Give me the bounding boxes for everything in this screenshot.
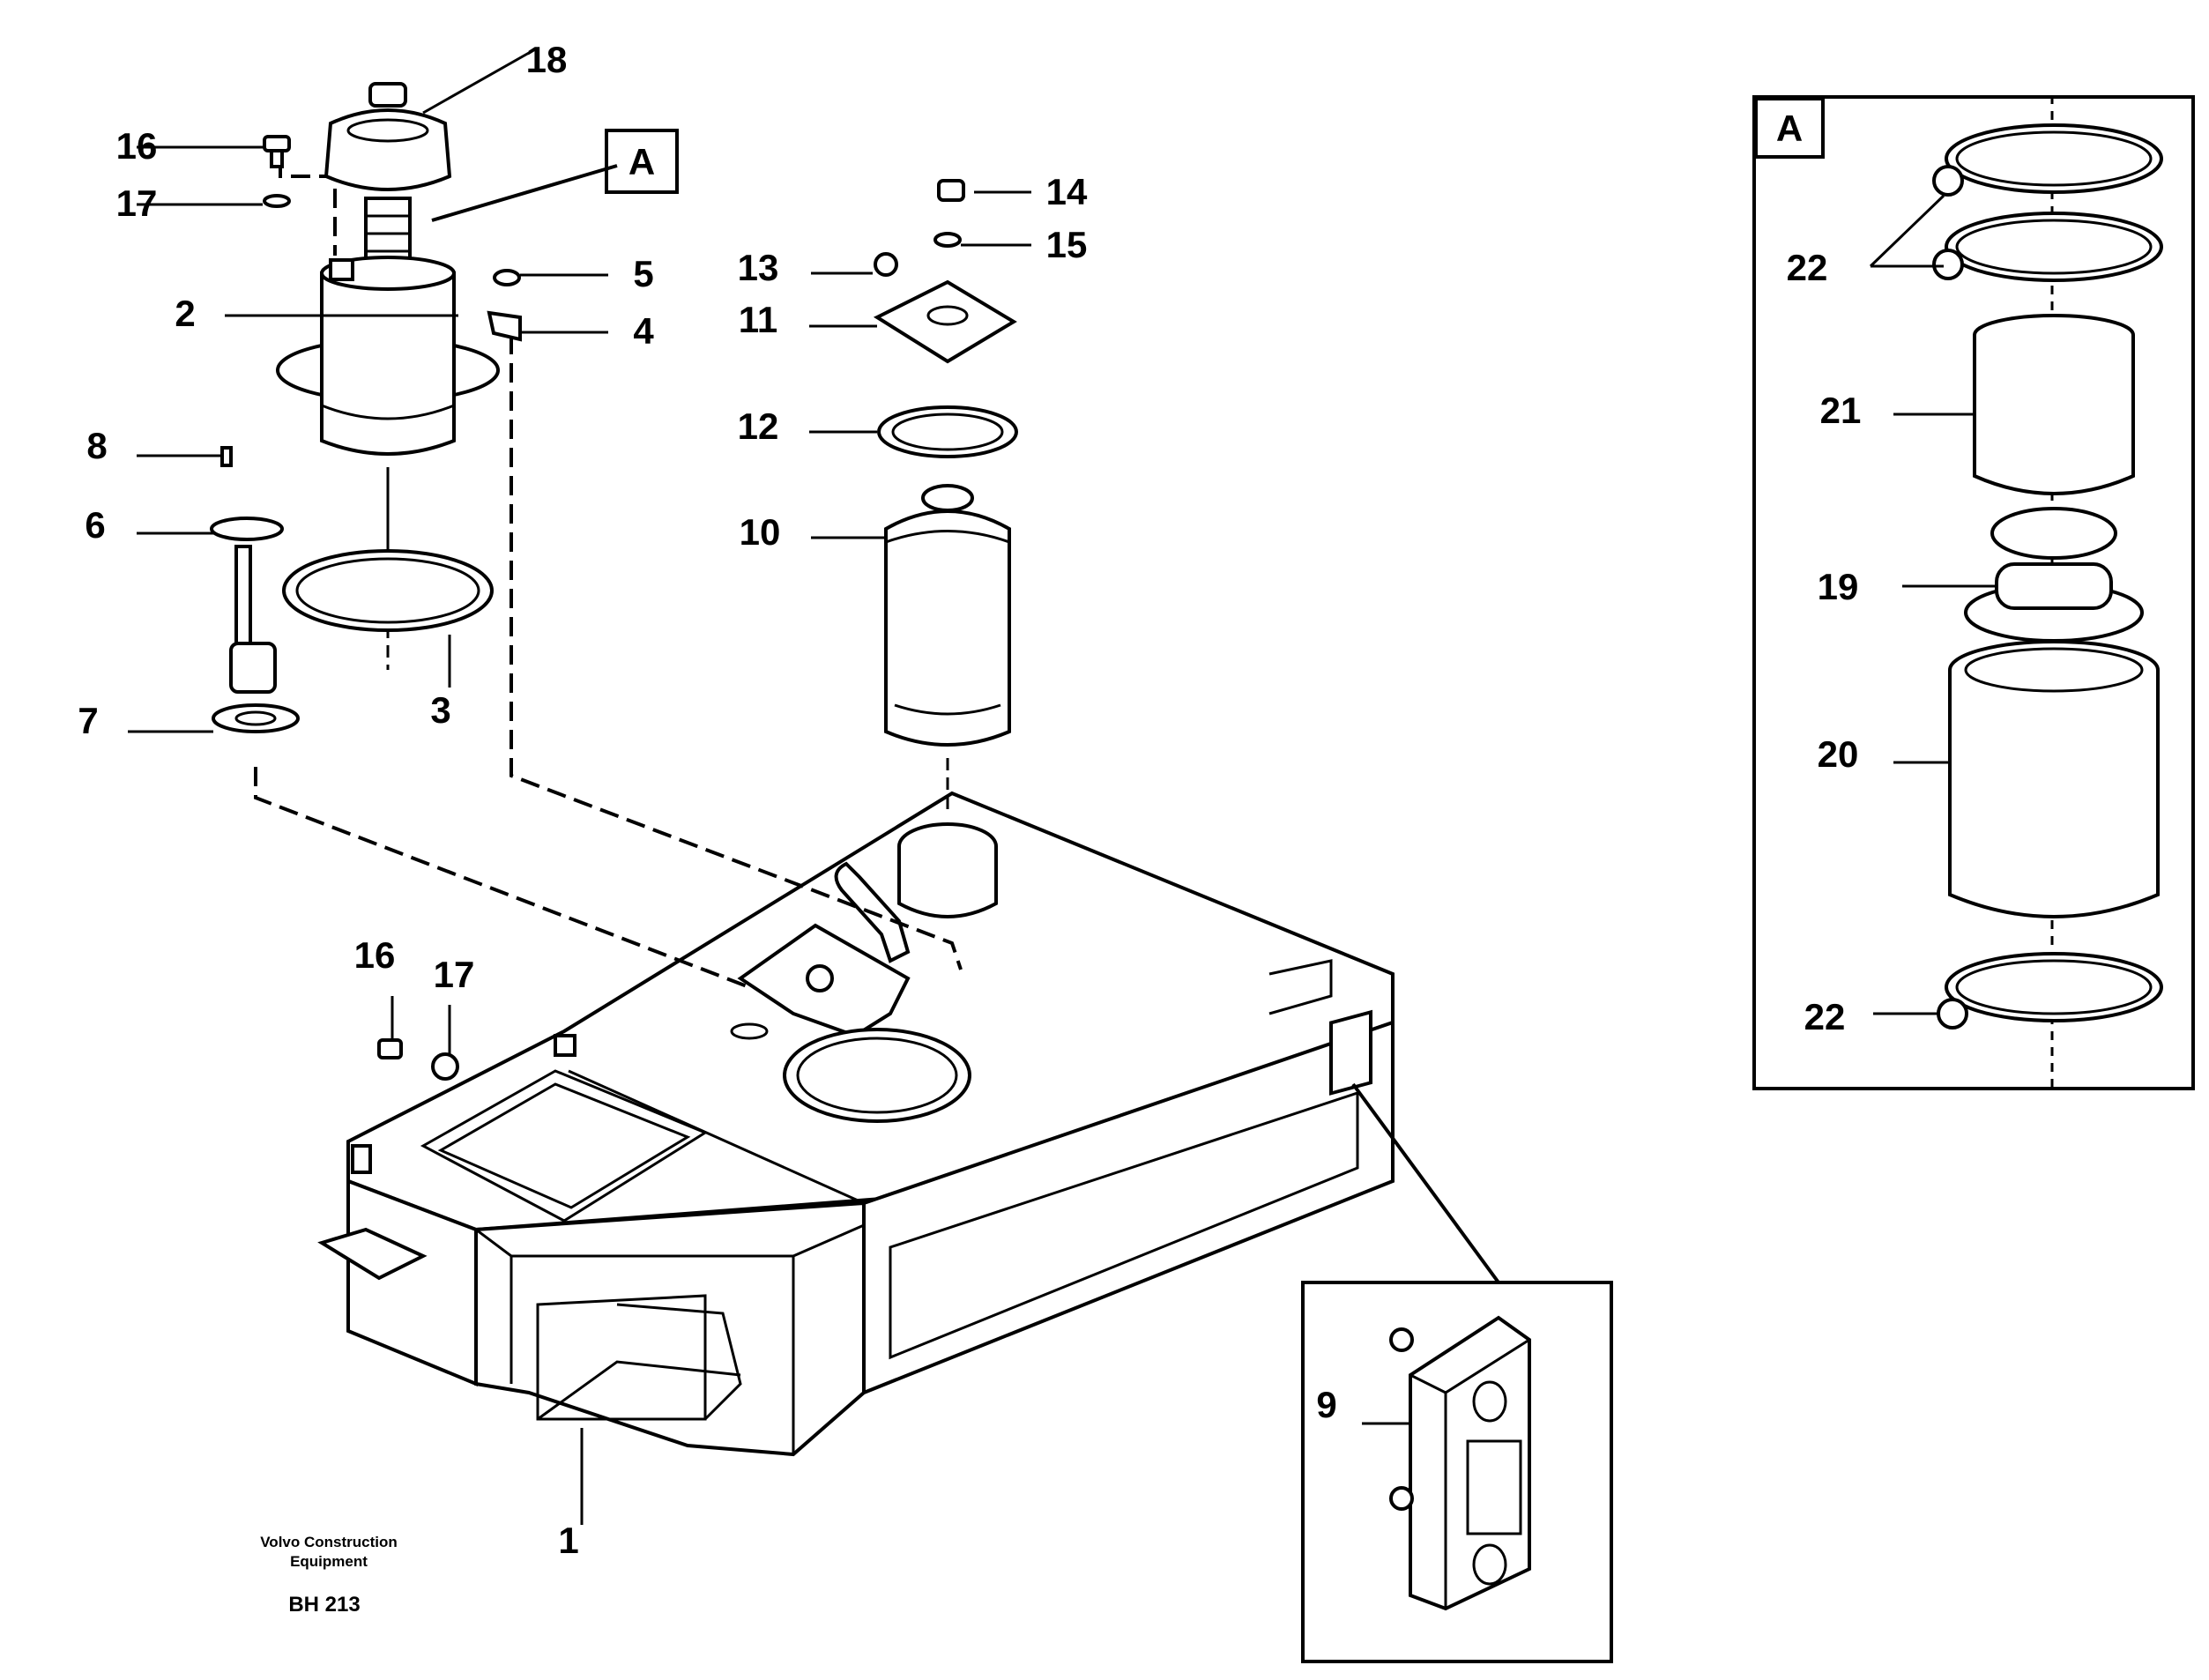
filter-housing-2 — [276, 256, 500, 456]
callout-8: 8 — [86, 425, 107, 466]
gasket-3 — [282, 549, 494, 632]
filter-element-10 — [884, 484, 1011, 747]
caption-company: Volvo Construction — [260, 1534, 398, 1550]
callout-16-top: 16 — [116, 125, 158, 167]
callout-2: 2 — [175, 293, 195, 334]
callout-22-top: 22 — [1787, 247, 1828, 288]
callout-5: 5 — [633, 253, 653, 294]
leader-lines — [128, 51, 1997, 1525]
callout-17-bottom: 17 — [434, 954, 475, 995]
callout-7: 7 — [78, 700, 98, 741]
caption-code: BH 213 — [288, 1593, 360, 1617]
caption-company-line2: Equipment — [290, 1553, 368, 1570]
inset-sight-glass — [1301, 1082, 1613, 1663]
callout-1: 1 — [558, 1520, 578, 1561]
callout-6: 6 — [85, 504, 105, 546]
breather-cap-18 — [324, 82, 452, 279]
callout-4: 4 — [633, 310, 654, 352]
callout-12: 12 — [738, 405, 779, 447]
callout-15: 15 — [1046, 224, 1088, 265]
callout-10: 10 — [740, 511, 781, 553]
callout-13: 13 — [738, 247, 779, 288]
detail-reference-a — [605, 129, 679, 194]
callout-22-bottom: 22 — [1804, 996, 1846, 1037]
gasket-12 — [877, 405, 1018, 458]
filter-cover-11 — [873, 179, 1017, 364]
callout-17-top: 17 — [116, 182, 158, 224]
callout-16-bottom: 16 — [354, 934, 396, 976]
callout-9: 9 — [1316, 1384, 1336, 1425]
callout-21: 21 — [1820, 390, 1862, 431]
callout-19: 19 — [1818, 566, 1859, 607]
callout-3: 3 — [430, 689, 450, 731]
detail-reference-label: A — [628, 141, 655, 182]
inset-reference-label: A — [1776, 108, 1803, 149]
callout-11: 11 — [739, 299, 777, 340]
hydraulic-tank — [317, 791, 1395, 1457]
callout-14: 14 — [1046, 171, 1088, 212]
callout-20: 20 — [1818, 733, 1859, 775]
callout-18: 18 — [526, 39, 568, 80]
level-sensor-6 — [210, 446, 300, 733]
sight-glass-9 — [1389, 1315, 1531, 1611]
inset-detail-a — [1752, 95, 2195, 1091]
small-fasteners — [263, 135, 522, 1081]
